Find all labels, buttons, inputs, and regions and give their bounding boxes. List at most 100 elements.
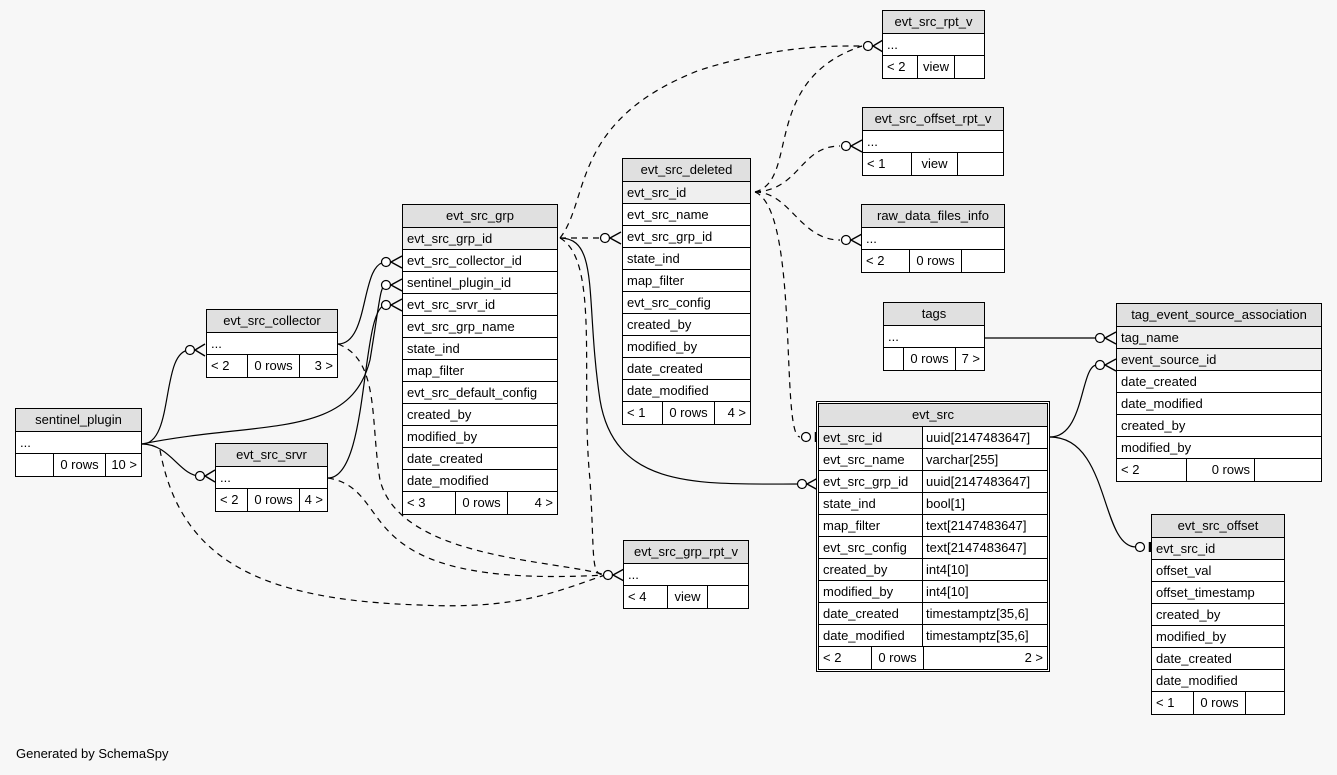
- parents-link[interactable]: < 4: [628, 589, 647, 604]
- column-row: date_created: [1152, 648, 1284, 670]
- parents-link[interactable]: < 3: [407, 495, 426, 510]
- table-title[interactable]: evt_src_collector: [207, 310, 337, 333]
- column-row: created_by: [1117, 415, 1321, 437]
- row-count: 0 rows: [903, 348, 955, 370]
- table-title[interactable]: evt_src: [819, 404, 1047, 427]
- column-row: date_modified: [403, 470, 557, 492]
- children-link[interactable]: [961, 250, 1004, 272]
- table-evt-src-collector[interactable]: evt_src_collector ... < 2 0 rows 3 >: [206, 309, 338, 378]
- children-link[interactable]: 4 >: [714, 402, 750, 424]
- column-row: tag_name: [1117, 327, 1321, 349]
- column-row: created_by: [1152, 604, 1284, 626]
- column-row: created_by: [623, 314, 750, 336]
- parents-link[interactable]: < 2: [823, 650, 842, 665]
- children-link[interactable]: 7 >: [955, 348, 984, 370]
- table-title[interactable]: evt_src_grp: [403, 205, 557, 228]
- column-row: offset_val: [1152, 560, 1284, 582]
- column-type: uuid[2147483647]: [922, 427, 1047, 448]
- table-title[interactable]: evt_src_offset_rpt_v: [863, 108, 1003, 131]
- table-title[interactable]: raw_data_files_info: [862, 205, 1004, 228]
- column-row: modified_by: [623, 336, 750, 358]
- table-title[interactable]: tag_event_source_association: [1117, 304, 1321, 327]
- row-count: 0 rows: [247, 489, 299, 511]
- column-placeholder: ...: [220, 470, 231, 485]
- row-count: 0 rows: [662, 402, 714, 424]
- table-tag-event-source-association[interactable]: tag_event_source_association tag_name ev…: [1116, 303, 1322, 482]
- parents-link[interactable]: < 2: [211, 358, 230, 373]
- table-title[interactable]: sentinel_plugin: [16, 409, 141, 432]
- column-row: event_source_id: [1117, 349, 1321, 371]
- view-label: view: [917, 56, 954, 78]
- column-row: evt_src_name: [623, 204, 750, 226]
- column-type: text[2147483647]: [922, 537, 1047, 558]
- column-row: map_filter: [623, 270, 750, 292]
- children-link[interactable]: 10 >: [105, 454, 141, 476]
- row-count: 0 rows: [909, 250, 961, 272]
- parents-link[interactable]: < 2: [220, 492, 239, 507]
- table-title[interactable]: evt_src_deleted: [623, 159, 750, 182]
- column-row: evt_src_collector_id: [403, 250, 557, 272]
- table-evt-src-offset[interactable]: evt_src_offset evt_src_id offset_val off…: [1151, 514, 1285, 715]
- row-count: 0 rows: [247, 355, 299, 377]
- column-type: varchar[255]: [922, 449, 1047, 470]
- column-placeholder: ...: [20, 435, 31, 450]
- edge-grp-to-grp-rpt-v: [559, 237, 606, 576]
- table-evt-src-srvr[interactable]: evt_src_srvr ... < 2 0 rows 4 >: [215, 443, 328, 512]
- children-link[interactable]: 4 >: [507, 492, 557, 514]
- table-title[interactable]: evt_src_offset: [1152, 515, 1284, 538]
- edge-collector-to-grp: [337, 261, 387, 345]
- table-evt-src-offset-rpt-v[interactable]: evt_src_offset_rpt_v ... < 1 view: [862, 107, 1004, 176]
- column-placeholder: ...: [888, 329, 899, 344]
- table-tags[interactable]: tags ... 0 rows 7 >: [883, 302, 985, 371]
- children-link[interactable]: 3 >: [299, 355, 337, 377]
- column-placeholder: ...: [628, 567, 639, 582]
- children-link[interactable]: [1254, 459, 1321, 481]
- parents-link[interactable]: [16, 454, 53, 476]
- table-raw-data-files-info[interactable]: raw_data_files_info ... < 2 0 rows: [861, 204, 1005, 273]
- children-link[interactable]: [1245, 692, 1284, 714]
- table-sentinel-plugin[interactable]: sentinel_plugin ... 0 rows 10 >: [15, 408, 142, 477]
- edge-deleted-to-offset-rpt-v: [754, 145, 841, 193]
- children-link[interactable]: 2 >: [923, 647, 1047, 669]
- column-placeholder: ...: [866, 231, 877, 246]
- parents-link[interactable]: < 2: [887, 59, 906, 74]
- parents-link[interactable]: < 1: [867, 156, 886, 171]
- view-label: view: [911, 153, 957, 175]
- table-evt-src-grp-rpt-v[interactable]: evt_src_grp_rpt_v ... < 4 view: [623, 540, 749, 609]
- table-title[interactable]: evt_src_srvr: [216, 444, 327, 467]
- table-evt-src-rpt-v[interactable]: evt_src_rpt_v ... < 2 view: [882, 10, 985, 79]
- edge-sentinel-plugin-to-srvr: [141, 443, 201, 477]
- parents-link[interactable]: < 1: [627, 405, 646, 420]
- children-link[interactable]: 4 >: [299, 489, 327, 511]
- parents-link[interactable]: [884, 348, 903, 370]
- table-title[interactable]: evt_src_grp_rpt_v: [624, 541, 748, 564]
- table-evt-src-grp[interactable]: evt_src_grp evt_src_grp_id evt_src_colle…: [402, 204, 558, 515]
- parents-link[interactable]: < 1: [1156, 695, 1175, 710]
- column-type: text[2147483647]: [922, 515, 1047, 536]
- column-row: evt_src_id: [1152, 538, 1284, 560]
- column-placeholder: ...: [867, 134, 878, 149]
- children-link[interactable]: [707, 586, 748, 608]
- table-title[interactable]: tags: [884, 303, 984, 326]
- table-title[interactable]: evt_src_rpt_v: [883, 11, 984, 34]
- table-evt-src-deleted[interactable]: evt_src_deleted evt_src_id evt_src_name …: [622, 158, 751, 425]
- row-count: 0 rows: [1186, 459, 1254, 481]
- children-link[interactable]: [954, 56, 984, 78]
- column-type: timestamptz[35,6]: [922, 625, 1047, 646]
- parents-link[interactable]: < 2: [1121, 462, 1140, 477]
- parents-link[interactable]: < 2: [866, 253, 885, 268]
- column-row: date_created: [1117, 371, 1321, 393]
- column-row: date_created: [403, 448, 557, 470]
- column-row: state_ind: [623, 248, 750, 270]
- column-row: modified_by: [403, 426, 557, 448]
- children-link[interactable]: [957, 153, 1003, 175]
